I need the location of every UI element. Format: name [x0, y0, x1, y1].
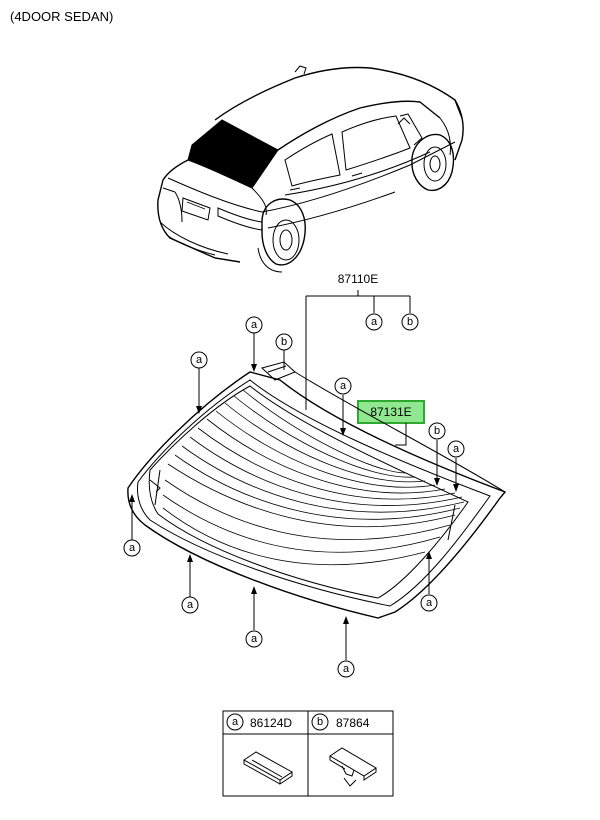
- part-number-87131e: 87131E: [370, 405, 411, 419]
- callout-a-8: a: [337, 660, 355, 678]
- svg-text:a: a: [251, 319, 258, 331]
- svg-text:a: a: [371, 316, 378, 328]
- callout-a-1: a: [245, 316, 263, 334]
- callout-b-top-bracket: b: [401, 313, 419, 331]
- svg-text:b: b: [281, 336, 287, 348]
- svg-text:b: b: [317, 716, 323, 728]
- callout-a-7: a: [245, 630, 263, 648]
- callout-a-5: a: [123, 539, 141, 557]
- svg-text:a: a: [343, 663, 350, 675]
- legend-cell-a: a 86124D: [226, 713, 293, 785]
- car-illustration: [157, 65, 464, 273]
- svg-text:b: b: [407, 316, 413, 328]
- legend-part-number-a: 86124D: [250, 716, 292, 730]
- callout-a-top-bracket: a: [365, 313, 383, 331]
- svg-text:a: a: [426, 597, 433, 609]
- part-87110e-group: 87110E: [305, 272, 411, 410]
- callout-a-4: a: [447, 440, 465, 458]
- callout-a-6: a: [181, 596, 199, 614]
- diagram-title: (4DOOR SEDAN): [10, 9, 114, 24]
- part-number-87110e: 87110E: [338, 272, 378, 286]
- callout-b-1: b: [275, 333, 293, 351]
- svg-text:a: a: [129, 542, 136, 554]
- callout-a-3: a: [334, 377, 352, 395]
- svg-text:a: a: [251, 633, 258, 645]
- legend-table: a 86124D b 87864: [222, 710, 394, 797]
- part-87131e-highlight: 87131E: [357, 400, 425, 446]
- rear-glass: [127, 361, 507, 619]
- legend-cell-b: b 87864: [311, 713, 377, 787]
- legend-callout-b: b: [311, 713, 329, 731]
- svg-text:a: a: [196, 354, 203, 366]
- callout-a-9: a: [420, 594, 438, 612]
- svg-text:a: a: [340, 380, 347, 392]
- legend-part-number-b: 87864: [336, 716, 370, 730]
- svg-text:a: a: [187, 599, 194, 611]
- legend-callout-a: a: [226, 713, 244, 731]
- rear-window-glass-highlight: [187, 119, 279, 189]
- callout-b-2: b: [428, 422, 446, 440]
- callout-a-2: a: [190, 351, 208, 369]
- svg-text:a: a: [453, 443, 460, 455]
- callouts: a b a b a a b a a a a a: [123, 313, 465, 678]
- svg-text:b: b: [434, 425, 440, 437]
- svg-text:a: a: [232, 716, 239, 728]
